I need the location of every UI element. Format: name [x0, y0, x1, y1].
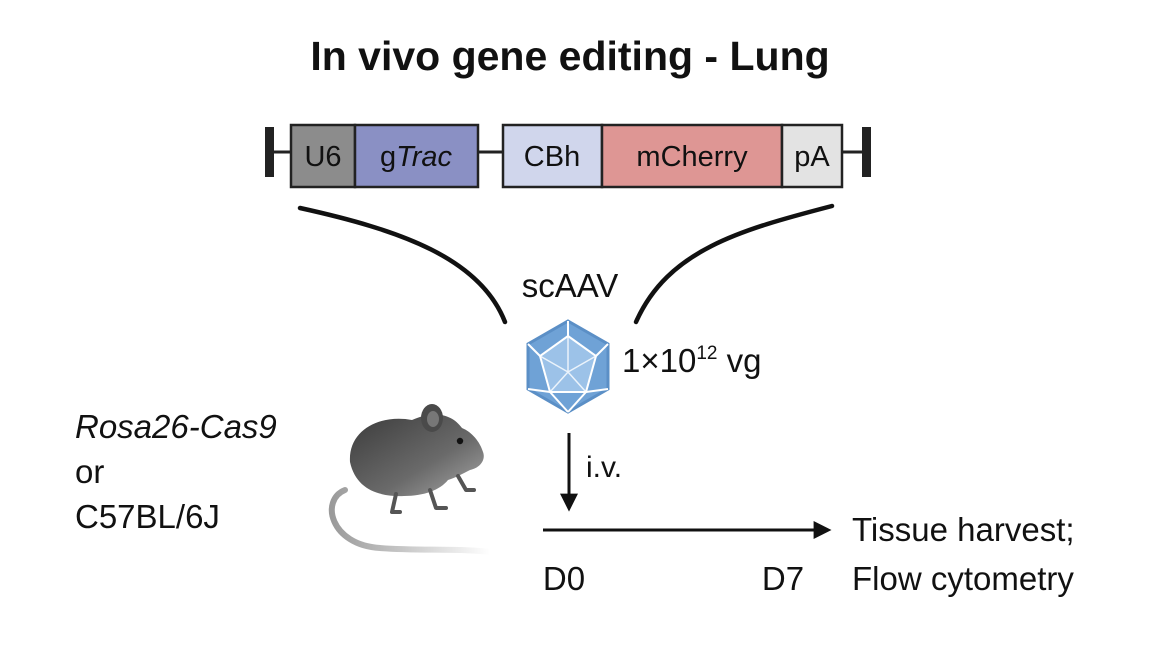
gtrac-guide-box: [353, 123, 480, 189]
timeline-end: D7: [762, 560, 804, 597]
mcherry-label: mCherry: [636, 141, 748, 173]
strain-cas9: Rosa26-Cas9: [75, 408, 277, 445]
vector-name: scAAV: [522, 267, 619, 304]
left-itr-cap: [265, 127, 274, 177]
cbh-promoter-box: [501, 123, 604, 189]
u6-promoter-label: U6: [304, 141, 341, 173]
dose-label: 1×1012 vg: [622, 342, 762, 379]
outcome-line-1: Tissue harvest;: [852, 511, 1075, 548]
cbh-promoter-label: CBh: [524, 141, 580, 173]
polya-label: pA: [794, 141, 830, 173]
gtrac-guide-label: gTrac: [380, 141, 452, 173]
mcherry-box: [600, 123, 784, 189]
outcome-line-2: Flow cytometry: [852, 560, 1074, 597]
right-itr-cap: [862, 127, 871, 177]
diagram-title: In vivo gene editing - Lung: [310, 33, 829, 79]
u6-promoter-box: [289, 123, 357, 189]
polya-box: [780, 123, 844, 189]
left-funnel-curve: [297, 205, 508, 325]
injection-route: i.v.: [586, 451, 622, 484]
aav-capsid-icon: [526, 319, 610, 414]
timeline-start: D0: [543, 560, 585, 597]
aav-construct: U6 gTrac CBh mCherry pA: [265, 123, 871, 189]
strain-connector: or: [75, 453, 104, 490]
mouse-icon: [328, 404, 493, 555]
strain-wildtype: C57BL/6J: [75, 498, 220, 535]
right-funnel-curve: [633, 203, 835, 325]
